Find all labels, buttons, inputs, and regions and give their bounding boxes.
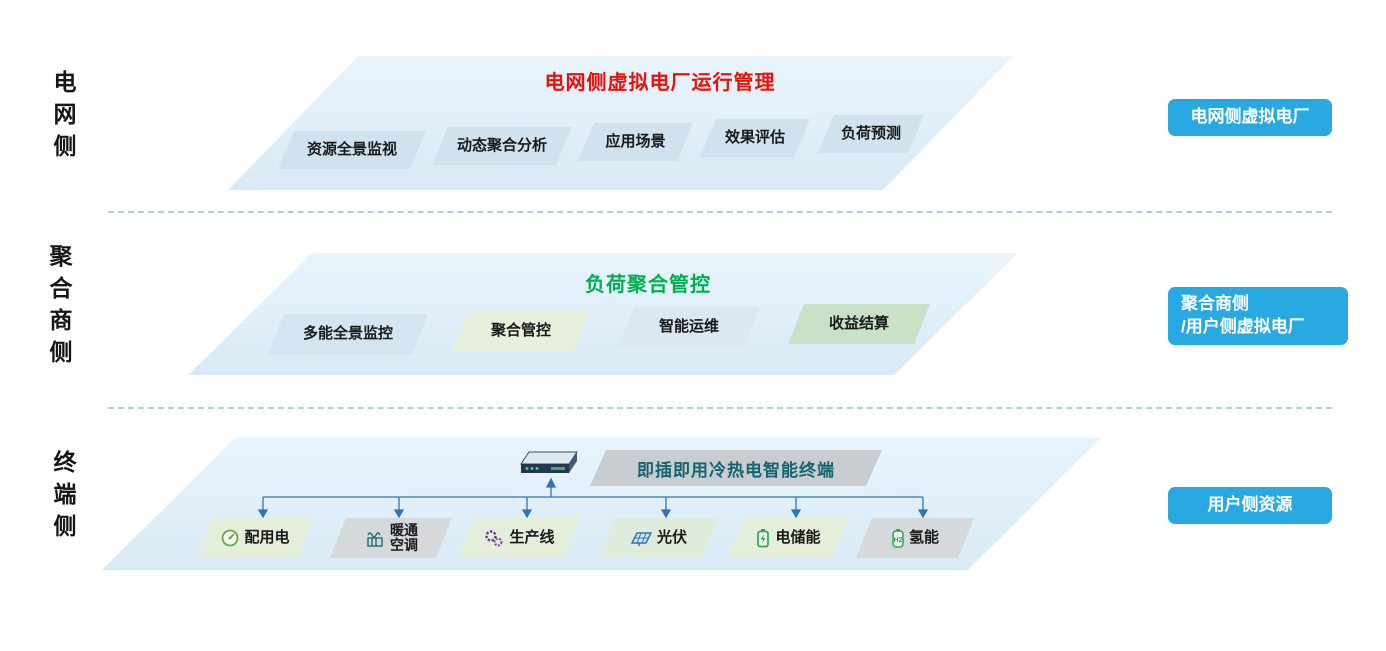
box-label: 效果评估	[724, 128, 785, 146]
box-label: 应用场景	[605, 132, 666, 150]
box-label: 暖通 空调	[390, 521, 418, 553]
box-label: 收益结算	[828, 314, 889, 332]
agg-box-revenue-settlement: 收益结算	[788, 304, 930, 344]
dashed-separator-2	[108, 407, 1332, 409]
terminal-title-label: 即插即用冷热电智能终端	[637, 460, 835, 480]
tag-label-line1: 聚合商侧	[1181, 294, 1249, 314]
terminal-box-pv: 光伏	[598, 518, 718, 558]
tag-label: 电网侧虚拟电厂	[1190, 107, 1310, 127]
solar-panel-icon	[629, 528, 653, 548]
tag-label: 用户侧资源	[1207, 495, 1293, 515]
aggregator-layer-title: 负荷聚合管控	[585, 274, 711, 296]
battery-icon	[755, 528, 771, 548]
svg-text:H2: H2	[894, 537, 903, 544]
dashed-separator-1	[108, 211, 1332, 213]
box-label: 光伏	[656, 528, 687, 546]
box-label: 资源全景监视	[306, 140, 397, 158]
smart-terminal-device-icon	[515, 446, 585, 487]
grid-box-aggregation-analysis: 动态聚合分析	[432, 127, 572, 165]
production-line-icon	[483, 528, 505, 548]
tag-user-side-resources: 用户侧资源	[1168, 487, 1332, 524]
box-label: 智能运维	[658, 317, 719, 335]
terminal-box-hvac: 暖通 空调	[330, 518, 452, 558]
box-label: 氢能	[908, 528, 939, 546]
box-label: 聚合管控	[490, 321, 551, 339]
terminal-title-bar: 即插即用冷热电智能终端	[590, 450, 882, 486]
side-label-terminal: 终端侧	[50, 450, 76, 546]
terminal-box-battery-storage: 电储能	[728, 518, 848, 558]
box-label: 动态聚合分析	[456, 136, 547, 154]
box-label: 电储能	[775, 528, 821, 546]
box-label: 负荷预测	[840, 124, 901, 142]
agg-box-multi-energy-monitoring: 多能全景监控	[268, 314, 428, 354]
grid-layer-title: 电网侧虚拟电厂运行管理	[544, 72, 776, 94]
agg-box-aggregation-control: 聚合管控	[452, 311, 590, 351]
tag-grid-side-vpp: 电网侧虚拟电厂	[1168, 99, 1332, 136]
grid-box-load-forecast: 负荷预测	[818, 115, 924, 153]
terminal-box-production-line: 生产线	[458, 518, 580, 558]
box-label: 多能全景监控	[302, 324, 393, 342]
grid-box-resource-monitoring: 资源全景监视	[278, 131, 426, 169]
terminal-box-power-distribution: 配用电	[196, 518, 314, 558]
box-label: 生产线	[509, 528, 555, 546]
agg-box-intelligent-om: 智能运维	[618, 307, 760, 347]
tag-label-line2: /用户侧虚拟电厂	[1181, 317, 1305, 336]
side-label-grid: 电网侧	[50, 70, 76, 166]
tag-aggregator-user-vpp: 聚合商侧 /用户侧虚拟电厂	[1168, 287, 1348, 345]
box-label: 配用电	[244, 528, 290, 546]
grid-box-effect-evaluation: 效果评估	[700, 119, 810, 157]
hydrogen-icon: H2	[891, 528, 905, 548]
terminal-box-hydrogen: H2 氢能	[856, 518, 974, 558]
side-label-aggregator: 聚合商侧	[46, 244, 72, 372]
meter-icon	[220, 528, 240, 548]
hvac-icon	[364, 528, 386, 548]
grid-box-application-scenario: 应用场景	[578, 123, 693, 161]
